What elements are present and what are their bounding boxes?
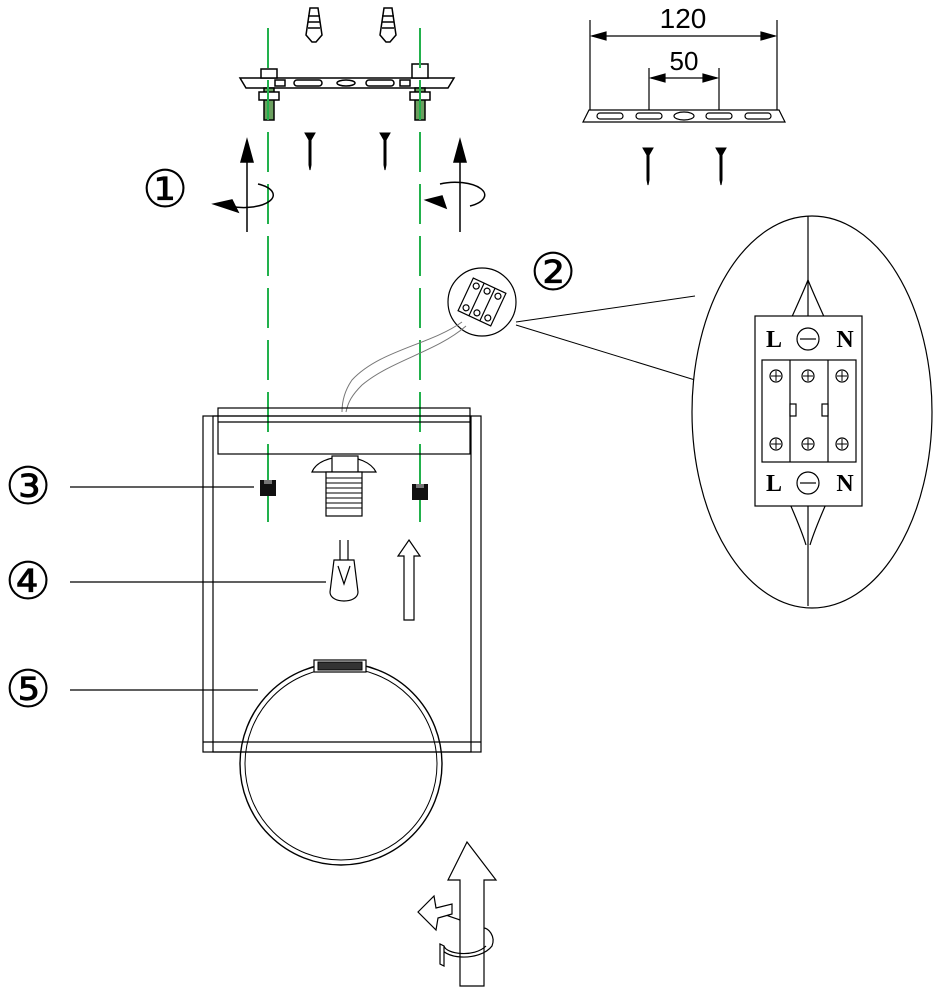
dimension-screw-right-icon [715,147,727,186]
rotate-arrow-left-icon [211,137,274,232]
mounting-bracket-icon [238,63,456,121]
mount-nut-left-icon [260,480,276,496]
wall-plug-left-icon [305,7,323,43]
screw-left-icon [304,132,316,171]
bulb-icon [329,540,359,602]
rotate-arrow-right-icon [423,137,486,232]
terminal-label-top-right: N [836,327,854,353]
dimension-outer-label: 120 [660,3,707,34]
ring-clamp-icon [239,659,443,866]
magnifier-callout [515,295,696,381]
mount-nut-right-icon [412,484,428,500]
terminal-label-bottom-right: N [836,471,854,497]
dimension-screw-left-icon [642,147,654,186]
terminal-label-bottom-left: L [766,471,782,497]
step-2-label: ② [530,243,577,303]
twist-arrow-icon [417,840,498,987]
terminal-label-top-left: L [766,327,782,353]
wall-plug-right-icon [379,7,397,43]
dimension-drawing [582,20,786,123]
fixture-body [202,407,482,753]
supply-wires [341,321,467,413]
lamp-socket-icon [311,455,377,517]
up-arrow-icon [396,538,422,621]
terminal-block-small-icon [447,267,517,337]
terminal-magnified-view [691,215,933,609]
step-4-label: ④ [5,552,52,612]
step-5-label: ⑤ [5,660,52,720]
step-1-label: ① [142,160,189,220]
step-3-label: ③ [5,457,52,517]
alignment-guides [267,28,421,522]
screw-right-icon [379,132,391,171]
dimension-inner-label: 50 [670,46,699,76]
